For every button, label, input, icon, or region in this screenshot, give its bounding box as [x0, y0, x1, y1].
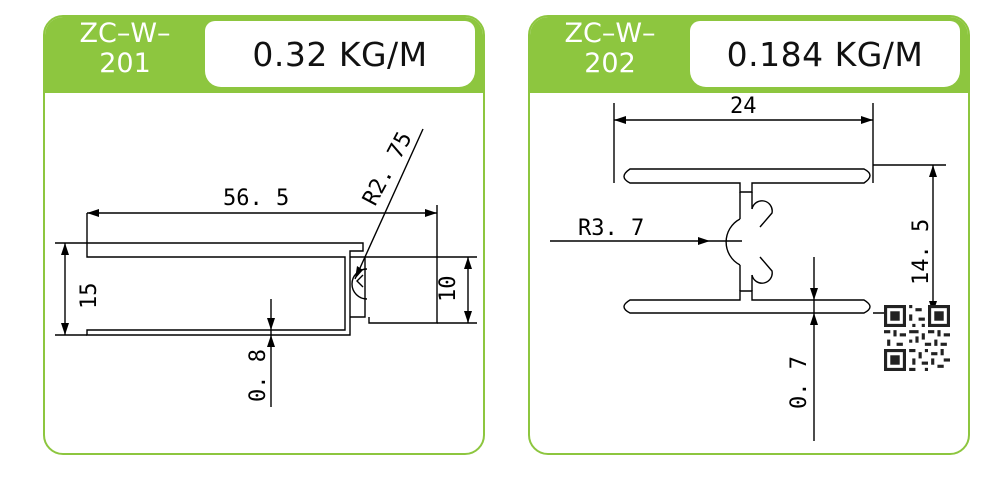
- profile-c-top: [751, 200, 773, 228]
- profile-outline: [86, 242, 364, 336]
- profile-c-tab: [356, 274, 364, 288]
- dim-label-height: 14. 5: [909, 219, 934, 285]
- qr-code-icon: [884, 305, 950, 371]
- weight-box: 0.184 KG/M: [690, 21, 960, 87]
- profile-code-line1: ZC–W–: [79, 18, 171, 49]
- card-header: ZC–W– 202 0.184 KG/M: [530, 17, 968, 93]
- profile-code-line2: 202: [584, 48, 636, 79]
- profile-bottom-flange: [623, 290, 871, 314]
- dim-label-width: 56. 5: [223, 186, 289, 211]
- profile-top-flange: [623, 168, 871, 193]
- dim-label-width: 24: [730, 94, 757, 119]
- profile-weight: 0.184 KG/M: [726, 34, 924, 74]
- profile-inner-frame: [365, 256, 438, 324]
- profile-card-zc-w-202: ZC–W– 202 0.184 KG/M: [528, 15, 970, 455]
- dim-label-thickness: 0. 7: [787, 356, 812, 409]
- profile-weight: 0.32 KG/M: [252, 34, 428, 74]
- dim-label-radius: R3. 7: [578, 216, 644, 241]
- dim-label-height: 15: [77, 283, 102, 310]
- profile-code-line1: ZC–W–: [564, 18, 656, 49]
- dim-label-inner-height: 10: [436, 276, 461, 303]
- dim-line-radius: [354, 128, 424, 280]
- profile-drawing-201: 56. 5 15 10 0. 8 R2. 75: [55, 128, 477, 407]
- profile-card-zc-w-201: ZC–W– 201 0.32 KG/M: [43, 15, 485, 455]
- weight-box: 0.32 KG/M: [205, 21, 475, 87]
- profile-code-line2: 201: [99, 48, 151, 79]
- profile-c-bottom: [751, 256, 773, 284]
- profile-drawing-202: 24 14. 5 0. 7 R3. 7: [550, 94, 946, 441]
- profile-c-feature: [725, 218, 741, 266]
- profile-channel: [350, 256, 366, 318]
- dim-label-radius: R2. 75: [358, 128, 417, 210]
- profile-code: ZC–W– 202: [530, 19, 690, 79]
- card-header: ZC–W– 201 0.32 KG/M: [45, 17, 483, 93]
- profile-code: ZC–W– 201: [45, 19, 205, 79]
- dim-label-thickness: 0. 8: [246, 349, 271, 402]
